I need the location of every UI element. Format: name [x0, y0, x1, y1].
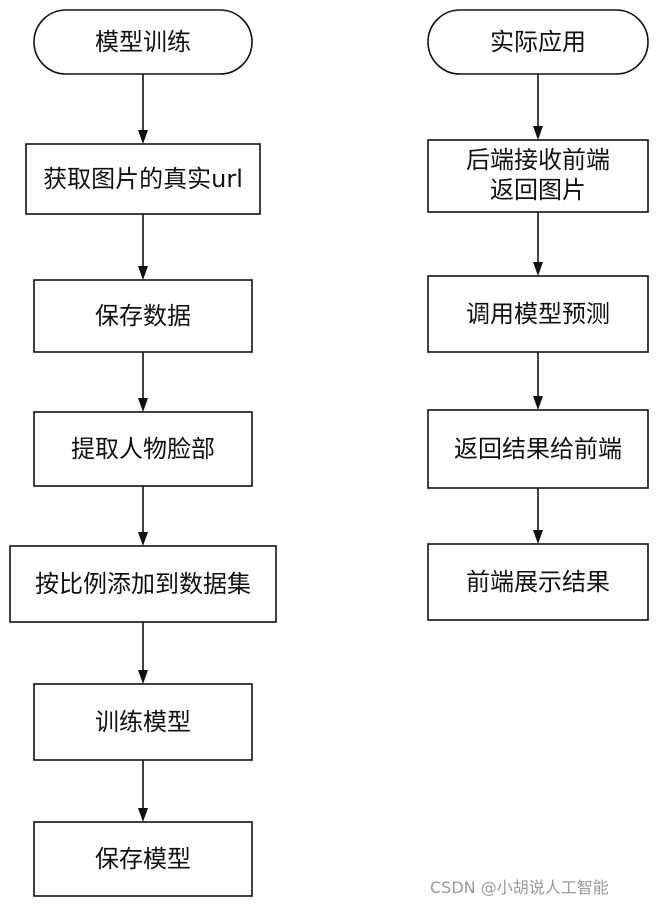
node-save-data: 保存数据: [33, 279, 253, 353]
node-extract-face-label: 提取人物脸部: [71, 435, 215, 463]
node-backend-receive: 后端接收前端 返回图片: [427, 139, 649, 213]
node-backend-receive-label-line2: 返回图片: [490, 176, 586, 204]
arrow-call-to-return: [533, 352, 543, 410]
node-save-data-label: 保存数据: [95, 302, 191, 330]
arrow-training-to-url: [138, 74, 148, 144]
arrow-return-to-display: [533, 488, 543, 544]
node-call-model-label: 调用模型预测: [466, 300, 610, 328]
node-frontend-display: 前端展示结果: [427, 543, 649, 621]
node-frontend-display-label: 前端展示结果: [466, 568, 610, 596]
arrow-app-to-backend: [533, 74, 543, 140]
watermark: CSDN @小胡说人工智能: [430, 878, 609, 897]
node-add-to-dataset-label: 按比例添加到数据集: [35, 570, 251, 598]
node-call-model: 调用模型预测: [427, 275, 649, 353]
arrow-backend-to-call: [533, 212, 543, 276]
node-application: 实际应用: [427, 9, 649, 75]
arrow-save-to-extract: [138, 352, 148, 412]
node-add-to-dataset: 按比例添加到数据集: [9, 545, 277, 623]
node-save-model-label: 保存模型: [95, 845, 191, 873]
node-get-image-url-label: 获取图片的真实url: [43, 165, 243, 193]
arrow-train-to-savemodel: [138, 760, 148, 822]
arrow-url-to-save: [138, 214, 148, 280]
node-return-result-label: 返回结果给前端: [454, 435, 622, 463]
node-application-label: 实际应用: [490, 28, 586, 56]
node-train-model: 训练模型: [33, 683, 253, 761]
arrow-extract-to-dataset: [138, 486, 148, 546]
arrow-dataset-to-train: [138, 622, 148, 684]
node-backend-receive-label-line1: 后端接收前端: [466, 146, 610, 174]
node-model-training-label: 模型训练: [95, 28, 191, 56]
node-get-image-url: 获取图片的真实url: [25, 143, 261, 215]
node-return-result: 返回结果给前端: [427, 409, 649, 489]
node-save-model: 保存模型: [33, 821, 253, 897]
node-model-training: 模型训练: [33, 9, 253, 75]
flow-arrows: [138, 74, 543, 822]
node-extract-face: 提取人物脸部: [33, 411, 253, 487]
node-train-model-label: 训练模型: [95, 708, 191, 736]
